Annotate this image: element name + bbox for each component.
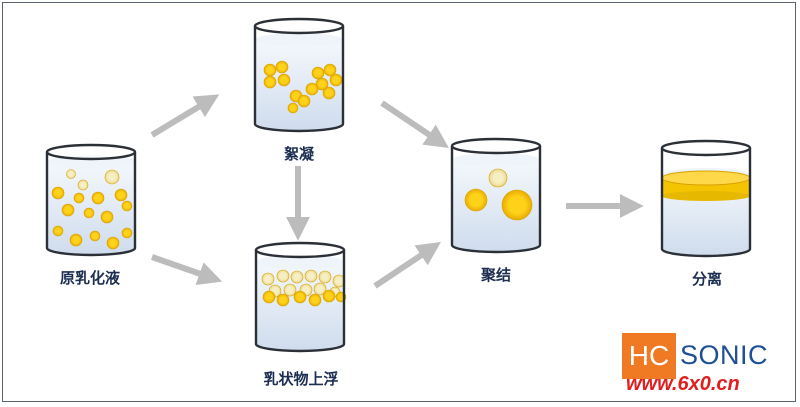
beaker-coalescence-liquid-surface: [452, 153, 540, 167]
beaker-creaming-rim: [254, 241, 346, 259]
beaker-flocculation: [253, 17, 345, 133]
logo-url: www.6x0.cn: [626, 373, 740, 395]
droplet: [73, 192, 85, 204]
droplet: [121, 200, 133, 212]
beaker-separation-rim: [660, 139, 752, 157]
beaker-original-emulsion-rim: [45, 143, 137, 161]
droplet: [69, 233, 83, 247]
beaker-coalescence-rim: [450, 137, 542, 155]
pale-droplet: [261, 272, 275, 286]
droplet: [322, 289, 336, 303]
diagram-frame: [2, 2, 796, 402]
droplet: [51, 186, 65, 200]
beaker-separation-wall: [660, 148, 752, 258]
droplet: [61, 203, 75, 217]
droplet: [293, 290, 307, 304]
arrow-original-to-creaming: [151, 254, 223, 285]
droplet: [322, 86, 336, 100]
logo-sonic-text: SONIC: [680, 340, 769, 370]
droplet: [121, 227, 133, 239]
arrow-original-to-flocculation: [150, 94, 220, 138]
pale-droplet: [318, 270, 332, 284]
pale-droplet: [488, 168, 508, 188]
droplet: [329, 73, 343, 87]
pale-droplet: [290, 270, 304, 284]
pale-droplet: [66, 169, 76, 179]
droplet: [263, 75, 277, 89]
droplet: [297, 94, 311, 108]
arrow-creaming-to-coalescence: [373, 242, 441, 289]
beaker-coalescence-liquid: [452, 160, 540, 252]
beakers: [45, 17, 752, 353]
oil-layer-bottom: [662, 191, 750, 201]
droplet: [100, 210, 114, 224]
beaker-flocculation-rim: [253, 17, 345, 35]
droplet: [305, 82, 319, 96]
droplet: [323, 63, 337, 77]
droplet: [83, 207, 95, 219]
droplet: [106, 236, 120, 250]
droplet: [114, 188, 128, 202]
beaker-creaming: [254, 241, 347, 353]
hcsonic-logo: HC SONIC www.6x0.cn: [622, 333, 792, 395]
beaker-creaming-liquid-surface: [256, 255, 344, 269]
oil-layer-surface: [661, 170, 751, 186]
beaker-flocculation-liquid-surface: [255, 33, 343, 47]
beaker-original-emulsion: [45, 143, 137, 257]
droplet: [311, 66, 325, 80]
beaker-original-emulsion-wall: [45, 152, 137, 257]
arrow-flocculation-to-coalescence: [380, 100, 449, 149]
label-flocculation: 絮凝: [283, 145, 315, 163]
logo-hc-mark: HC: [622, 333, 676, 379]
pale-droplet: [104, 169, 120, 185]
pale-droplet: [283, 283, 297, 297]
droplet: [287, 102, 299, 114]
droplet: [89, 230, 101, 242]
beaker-flocculation-wall: [253, 26, 345, 133]
pale-droplet: [276, 269, 290, 283]
droplet: [308, 293, 322, 307]
droplet: [262, 290, 276, 304]
droplet: [276, 293, 290, 307]
droplet: [501, 189, 533, 221]
label-creaming: 乳状物上浮: [263, 370, 339, 388]
label-separation: 分离: [691, 270, 723, 288]
label-original-emulsion: 原乳化液: [59, 269, 121, 287]
beaker-creaming-wall: [254, 250, 346, 353]
beaker-flocculation-liquid: [255, 40, 343, 131]
beaker-coalescence-wall: [450, 146, 542, 254]
droplet: [277, 73, 291, 87]
beaker-separation: [660, 139, 752, 258]
droplet: [464, 188, 488, 212]
droplet: [52, 225, 64, 237]
label-coalescence: 聚结: [480, 266, 512, 284]
beaker-coalescence: [450, 137, 542, 254]
droplet: [315, 77, 329, 91]
pale-droplet: [304, 269, 318, 283]
droplet: [275, 60, 289, 74]
flow-arrows: [150, 94, 644, 289]
pale-droplet: [77, 179, 89, 191]
pale-droplet: [313, 282, 327, 296]
droplet: [263, 63, 277, 77]
droplet: [91, 191, 105, 205]
